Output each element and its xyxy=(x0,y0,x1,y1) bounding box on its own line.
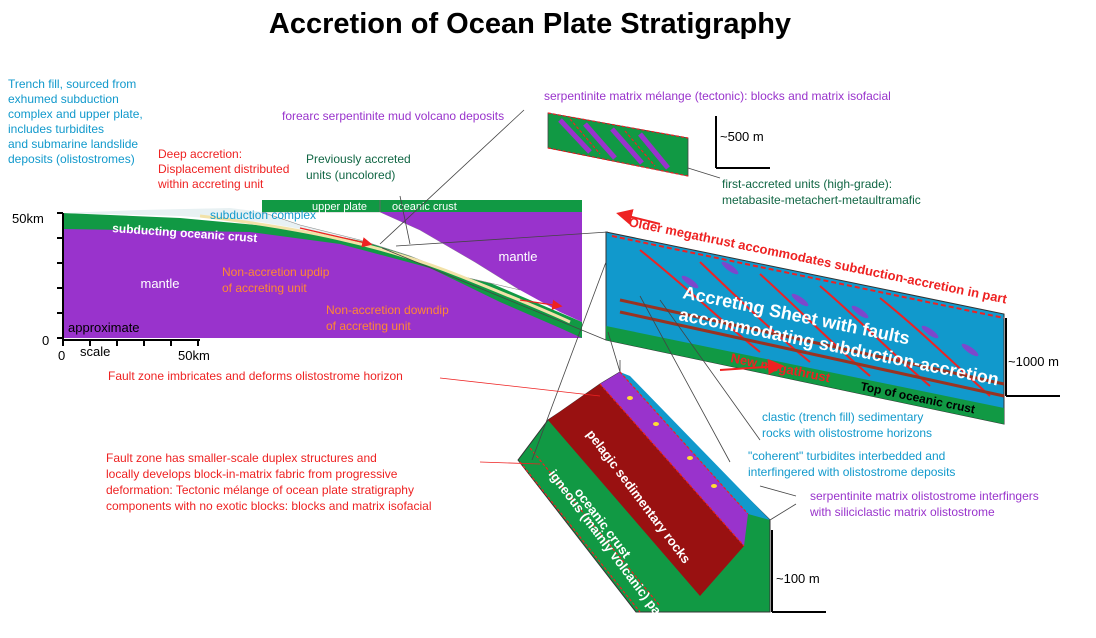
svg-text:exhumed subduction: exhumed subduction xyxy=(8,92,119,106)
overview-mantle-left: mantle xyxy=(140,276,179,291)
scale-1000m-label: ~1000 m xyxy=(1008,354,1059,369)
svg-text:units (uncolored): units (uncolored) xyxy=(306,168,395,182)
overview-mantle-right: mantle xyxy=(498,249,537,264)
svg-text:with siliciclastic matrix olis: with siliciclastic matrix olistostrome xyxy=(809,505,995,519)
svg-text:clastic (trench fill) sediment: clastic (trench fill) sedimentary xyxy=(762,410,923,424)
mantle-left xyxy=(63,228,582,338)
note-fault-zone-imbricates: Fault zone imbricates and deforms olisto… xyxy=(108,369,403,383)
subducting-crust-band xyxy=(63,213,582,338)
serpentinite-melange-inset xyxy=(547,112,689,177)
svg-text:and submarine landslide: and submarine landslide xyxy=(8,137,138,151)
svg-text:complex and upper plate,: complex and upper plate, xyxy=(8,107,143,121)
note-serpentinite-olistostrome: serpentinite matrix olistostrome interfi… xyxy=(809,489,1039,519)
svg-text:Fault zone has smaller-scale d: Fault zone has smaller-scale duplex stru… xyxy=(106,451,377,465)
note-non-accretion-downdip: Non-accretion downdip of accreting unit xyxy=(326,303,449,333)
upper-oceanic-crust-band xyxy=(262,200,582,212)
note-previously-accreted: Previously accreted units (uncolored) xyxy=(306,152,411,182)
y-axis-ticks xyxy=(57,212,63,339)
svg-text:deposits (olistostromes): deposits (olistostromes) xyxy=(8,152,135,166)
x-axis-ticks xyxy=(62,340,199,346)
leader-lines xyxy=(379,109,797,521)
svg-text:Trench fill, sourced from: Trench fill, sourced from xyxy=(8,77,136,91)
svg-text:first-accreted units (high-gra: first-accreted units (high-grade): xyxy=(722,177,892,191)
note-trench-fill: Trench fill, sourced from exhumed subduc… xyxy=(8,77,143,166)
svg-text:Non-accretion downdip: Non-accretion downdip xyxy=(326,303,449,317)
note-non-accretion-updip: Non-accretion updip of accreting unit xyxy=(222,265,330,295)
note-deep-accretion: Deep accretion: Displacement distributed… xyxy=(157,147,289,191)
svg-text:includes turbidites: includes turbidites xyxy=(8,122,104,136)
svg-text:metabasite-metachert-metaultra: metabasite-metachert-metaultramafic xyxy=(722,193,921,207)
accreting-sheet-section xyxy=(605,209,1005,425)
note-forearc-serpentinite: forearc serpentinite mud volcano deposit… xyxy=(282,109,504,123)
x-axis-right-label: 50km xyxy=(178,348,210,363)
svg-text:of accreting unit: of accreting unit xyxy=(326,319,411,333)
scale-500m-label: ~500 m xyxy=(720,129,764,144)
svg-text:Displacement distributed: Displacement distributed xyxy=(158,162,289,176)
subduction-complex-wedge xyxy=(63,208,460,276)
svg-text:Previously accreted: Previously accreted xyxy=(306,152,411,166)
overview-upper-plate: upper plate xyxy=(312,201,367,213)
svg-text:locally develops block-in-matr: locally develops block-in-matrix fabric … xyxy=(106,467,398,481)
accreting-unit-layer xyxy=(199,214,571,324)
svg-text:deformation: Tectonic mélange: deformation: Tectonic mélange of ocean p… xyxy=(106,483,414,497)
svg-text:rocks with olistostrome horizo: rocks with olistostrome horizons xyxy=(762,426,932,440)
note-fault-zone-duplex: Fault zone has smaller-scale duplex stru… xyxy=(106,451,431,513)
note-clastic: clastic (trench fill) sedimentary rocks … xyxy=(762,410,932,440)
overview-approximate: approximate xyxy=(68,320,140,335)
mantle-right xyxy=(380,212,582,322)
svg-text:Non-accretion updip: Non-accretion updip xyxy=(222,265,330,279)
detail-inset xyxy=(517,371,771,613)
note-coherent-turbidites: "coherent" turbidites interbedded and in… xyxy=(748,449,955,479)
svg-text:"coherent" turbidites interbed: "coherent" turbidites interbedded and xyxy=(748,449,945,463)
note-first-accreted: first-accreted units (high-grade): metab… xyxy=(722,177,921,207)
svg-text:Deep accretion:: Deep accretion: xyxy=(158,147,242,161)
scale-bar-1000m xyxy=(1005,318,1060,397)
svg-text:within accreting unit: within accreting unit xyxy=(157,177,264,191)
scale-bar-500m xyxy=(715,116,770,169)
svg-text:components with no exotic bloc: components with no exotic blocks: blocks… xyxy=(106,499,431,513)
scale-100m-label: ~100 m xyxy=(776,571,820,586)
y-axis-top-label: 50km xyxy=(12,211,44,226)
overview-section: mantle mantle subducting oceanic crust s… xyxy=(12,200,582,363)
note-serpentinite-melange: serpentinite matrix mélange (tectonic): … xyxy=(544,89,891,103)
y-axis-bottom-label: 0 xyxy=(42,333,49,348)
overview-subduction-complex: subduction complex xyxy=(210,208,316,222)
overview-oceanic-crust: oceanic crust xyxy=(392,201,457,213)
svg-text:of accreting unit: of accreting unit xyxy=(222,281,307,295)
svg-text:serpentinite matrix olistostro: serpentinite matrix olistostrome interfi… xyxy=(810,489,1039,503)
x-axis-left-label: 0 xyxy=(58,348,65,363)
diagram-title: Accretion of Ocean Plate Stratigraphy xyxy=(269,8,791,40)
scale-label: scale xyxy=(80,344,110,359)
scale-bar-100m xyxy=(771,530,826,613)
svg-text:interfingered with olistostrom: interfingered with olistostrome deposits xyxy=(748,465,955,479)
